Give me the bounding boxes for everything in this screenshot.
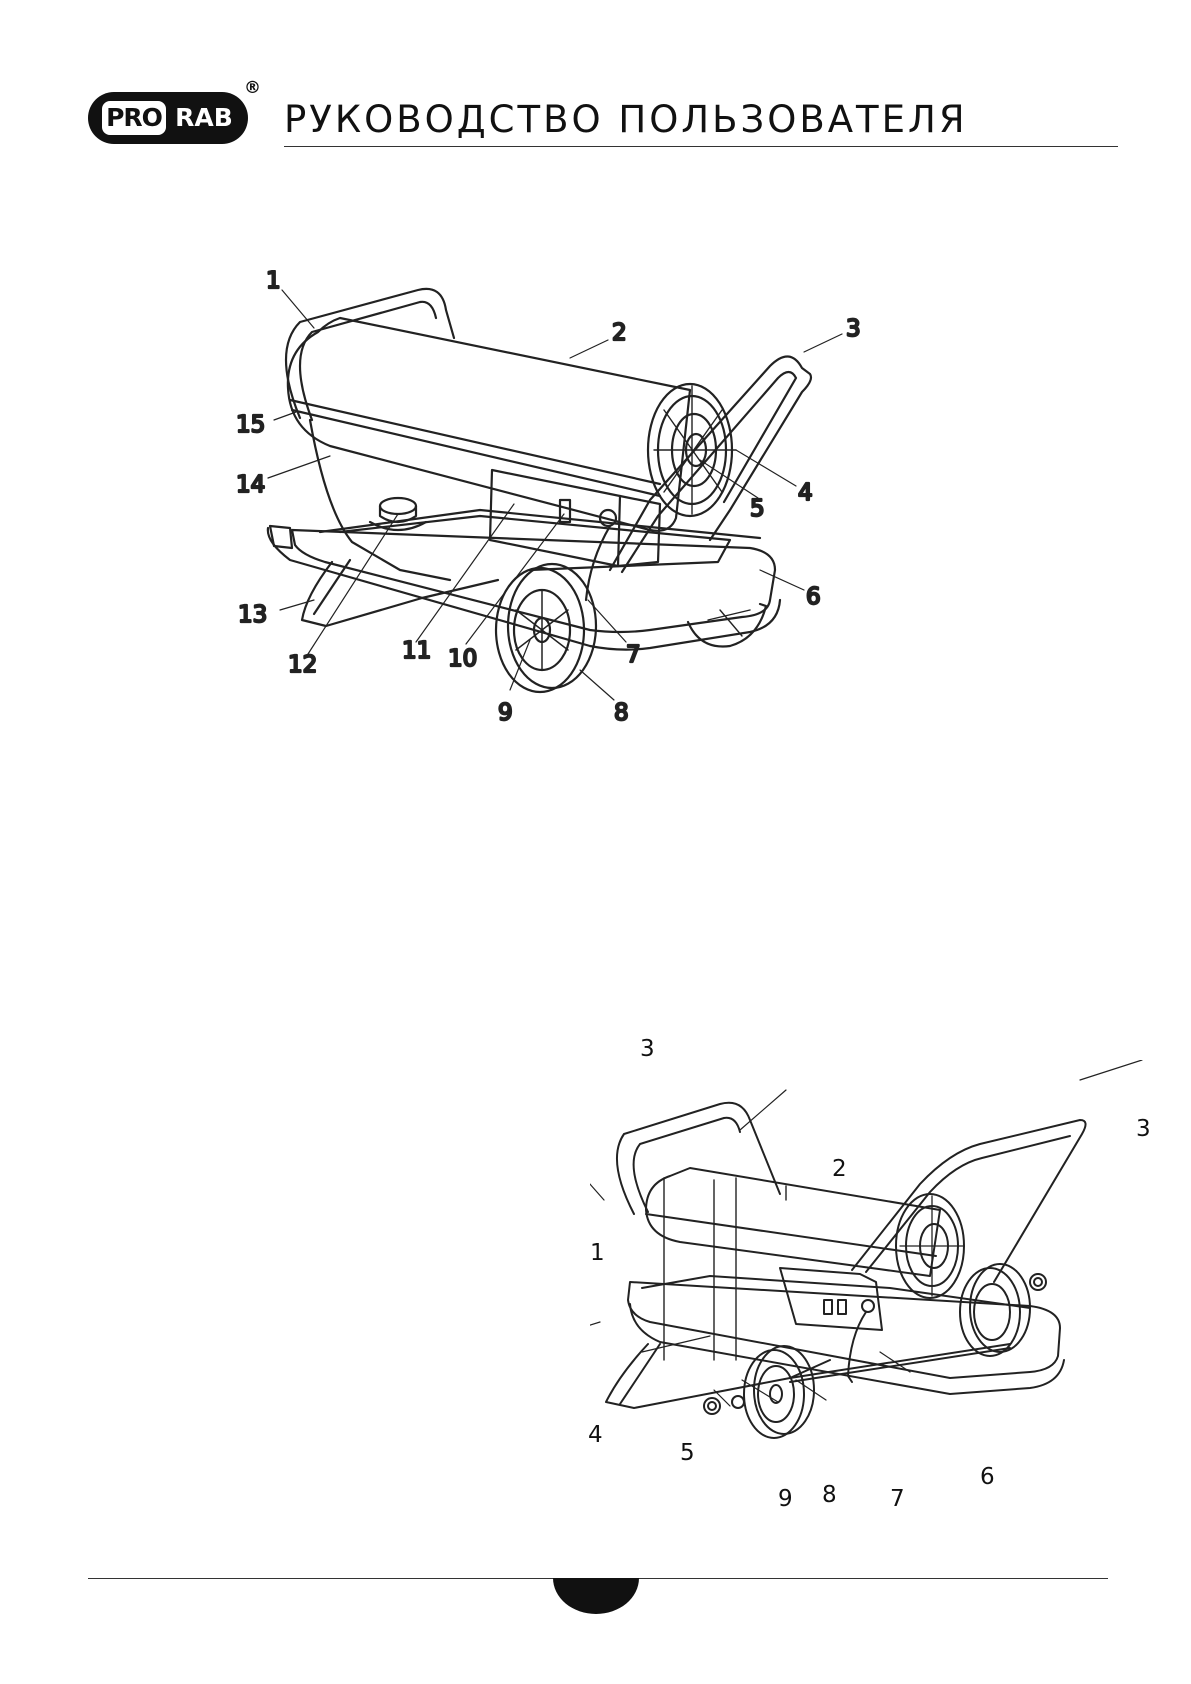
callout-label: 7 <box>626 642 641 668</box>
callout-label: 12 <box>288 652 317 678</box>
callout-label: 13 <box>238 602 267 628</box>
callout-label: 2 <box>612 320 627 346</box>
axle-shape <box>789 1343 1011 1379</box>
stand-frame-shape <box>605 1343 831 1409</box>
callout-label: 10 <box>448 646 477 672</box>
front-handle-shape <box>851 1119 1087 1283</box>
wheel-rear-shape <box>686 602 768 648</box>
header-divider <box>284 146 1118 147</box>
callout-label: 11 <box>402 638 431 664</box>
callout-label: 1 <box>266 270 281 294</box>
page-header: PRO RAB ® РУКОВОДСТВО ПОЛЬЗОВАТЕЛЯ <box>88 78 1118 150</box>
stand-frame-shape <box>300 560 500 628</box>
logo-pro-text: PRO <box>102 101 166 135</box>
callout-label: 3 <box>640 1036 655 1062</box>
callout-label: 15 <box>236 412 265 438</box>
registered-mark: ® <box>244 78 261 98</box>
callout-label: 14 <box>236 472 265 498</box>
fuel-tank-shape <box>290 528 777 634</box>
rear-handle-shape <box>615 1101 781 1215</box>
callout-label: 3 <box>846 316 861 342</box>
burner-housing-shape <box>645 1167 941 1277</box>
heater-overview-diagram: 1 2 3 4 5 6 7 8 9 10 11 12 13 14 15 <box>230 270 910 790</box>
front-handle-shape <box>608 355 813 572</box>
callout-label: 5 <box>750 496 765 522</box>
prorab-logo: PRO RAB <box>88 92 248 144</box>
fuel-cap-shape <box>378 496 418 516</box>
page-title: РУКОВОДСТВО ПОЛЬЗОВАТЕЛЯ <box>284 98 968 141</box>
wheel-front-shape <box>743 1349 805 1439</box>
wheel-rear-shape <box>959 1267 1021 1357</box>
logo-rab-text: RAB <box>175 103 233 132</box>
callout-label: 4 <box>798 480 813 506</box>
nut-shape <box>703 1397 721 1415</box>
page-number-tab <box>553 1578 639 1614</box>
wheel-front-shape <box>494 566 586 694</box>
fuel-tank-shape <box>627 1281 1061 1379</box>
callout-label: 8 <box>614 700 629 726</box>
assembly-diagram <box>590 1060 1170 1530</box>
callout-label: 9 <box>498 700 513 726</box>
burner-housing-shape <box>286 316 692 532</box>
rear-handle-shape <box>285 287 456 420</box>
washer-shape <box>731 1395 745 1409</box>
callout-label: 6 <box>806 584 821 610</box>
